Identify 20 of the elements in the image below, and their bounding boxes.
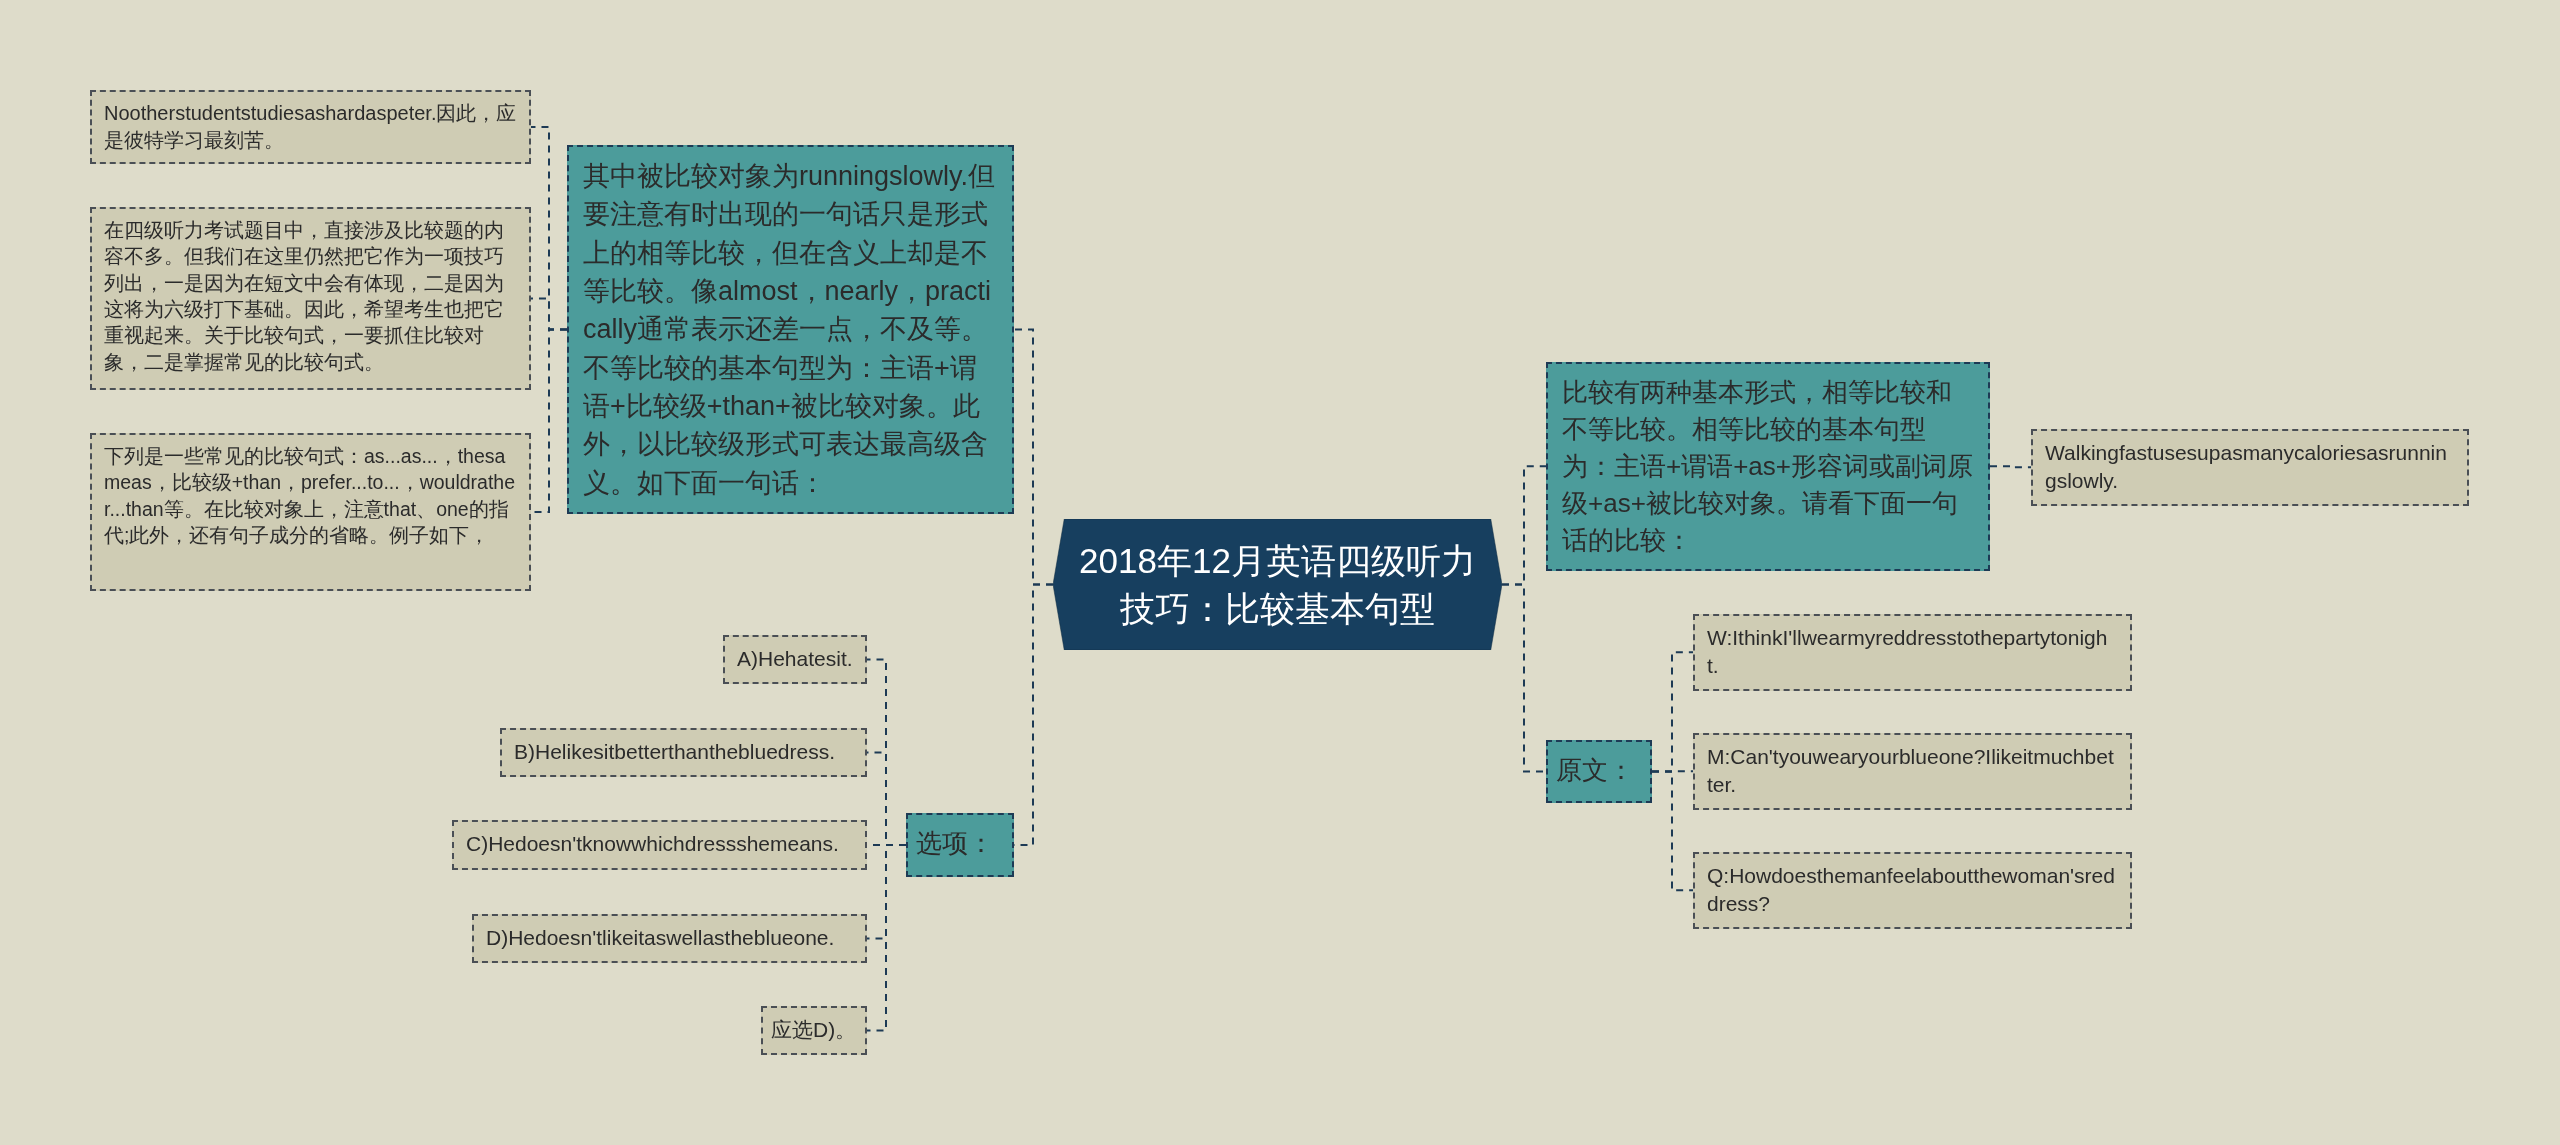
text-box: A)Hehatesit. bbox=[723, 635, 867, 684]
connector-line bbox=[1651, 770, 1694, 892]
text-box: Walkingfastusesupasmanycaloriesasrunningslowly. bbox=[2031, 429, 2469, 506]
topic-box: 原文： bbox=[1546, 740, 1652, 803]
text-box: Q:Howdoesthemanfeelaboutthewoman'sreddress? bbox=[1693, 852, 2132, 929]
text-box: 下列是一些常见的比较句式：as...as...，thesameas，比较级+than，prefer...to...，wouldrather...than等。在比较对象上，注意that、one的指代;此外，还有句子成分的省略。例子如下， bbox=[90, 433, 531, 591]
text-box: 应选D)。 bbox=[761, 1006, 867, 1055]
text-box: M:Can'tyouwearyourblueone?Ilikeitmuchbetter. bbox=[1693, 733, 2132, 810]
text-box: C)Hedoesn'tknowwhichdressshemeans. bbox=[452, 820, 867, 870]
connector-line bbox=[1989, 465, 2032, 469]
topic-box: 选项： bbox=[906, 813, 1014, 877]
central-topic: 2018年12月英语四级听力技巧：比较基本句型 bbox=[1053, 519, 1502, 650]
connector-line bbox=[866, 844, 907, 1032]
text-box: 在四级听力考试题目中，直接涉及比较题的内容不多。但我们在这里仍然把它作为一项技巧列出，一是因为在短文中会有体现，二是因为这将为六级打下基础。因此，希望考生也把它重视起来。关于比较句式，一要抓住比较对象，二是掌握常见的比较句式。 bbox=[90, 207, 531, 390]
text-box: D)Hedoesn'tlikeitaswellastheblueone. bbox=[472, 914, 867, 963]
text-box: W:IthinkI'llwearmyreddresstothepartytonight. bbox=[1693, 614, 2132, 691]
text-box: B)Helikesitbetterthanthebluedress. bbox=[500, 728, 867, 777]
text-box: Nootherstudentstudiesashardaspeter.因此，应是彼特学习最刻苦。 bbox=[90, 90, 531, 164]
topic-box: 其中被比较对象为runningslowly.但要注意有时出现的一句话只是形式上的相等比较，但在含义上却是不等比较。像almost，nearly，practically通常表示还差一点，不及等。不等比较的基本句型为：主语+谓语+比较级+than+被比较对象。此外，以比较级形式可表达最高级含义。如下面一句话： bbox=[567, 145, 1014, 514]
topic-box: 比较有两种基本形式，相等比较和不等比较。相等比较的基本句型为：主语+谓语+as+形容词或副词原级+as+被比较对象。请看下面一句话的比较： bbox=[1546, 362, 1990, 571]
